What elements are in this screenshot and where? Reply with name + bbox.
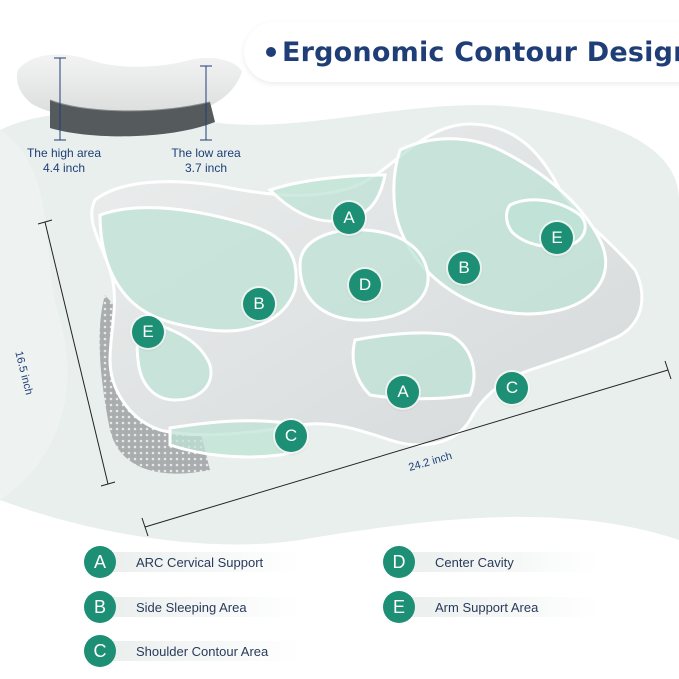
marker-a-bottom: A [387, 376, 419, 408]
bullet-dot [266, 47, 276, 57]
marker-c-right: C [496, 372, 528, 404]
legend-item-c: C Shoulder Contour Area [84, 634, 300, 668]
low-area-label: The low area 3.7 inch [156, 146, 256, 176]
legend-highlight [100, 597, 300, 617]
legend-highlight [100, 641, 300, 661]
legend-text-d: Center Cavity [435, 554, 514, 570]
legend-item-d: D Center Cavity [383, 545, 599, 579]
legend-badge-d: D [383, 546, 415, 578]
legend-highlight [100, 552, 300, 572]
marker-e-left: E [132, 316, 164, 348]
title-banner: Ergonomic Contour Design [244, 22, 679, 82]
marker-e-right: E [541, 222, 573, 254]
legend-badge-a: A [84, 546, 116, 578]
marker-b-left: B [243, 288, 275, 320]
legend-highlight [399, 597, 599, 617]
legend-badge-c: C [84, 635, 116, 667]
side-view-pillow-image [16, 54, 243, 141]
legend-text-a: ARC Cervical Support [136, 554, 264, 570]
high-area-value: 4.4 inch [42, 161, 86, 175]
high-area-label: The high area 4.4 inch [14, 146, 114, 176]
legend-badge-e: E [383, 591, 415, 623]
page-title: Ergonomic Contour Design [282, 36, 679, 68]
legend-badge-b: B [84, 591, 116, 623]
high-area-title: The high area [26, 146, 102, 160]
marker-a-top: A [333, 202, 365, 234]
legend-highlight [399, 552, 599, 572]
low-area-value: 3.7 inch [184, 161, 228, 175]
legend-item-e: E Arm Support Area [383, 590, 599, 624]
low-area-title: The low area [171, 146, 241, 160]
legend-text-e: Arm Support Area [435, 599, 539, 615]
marker-c-left: C [275, 420, 307, 452]
legend-item-a: A ARC Cervical Support [84, 545, 300, 579]
legend-item-b: B Side Sleeping Area [84, 590, 300, 624]
legend-text-c: Shoulder Contour Area [136, 643, 269, 659]
legend-text-b: Side Sleeping Area [136, 599, 247, 615]
marker-b-right: B [448, 252, 480, 284]
marker-d-center: D [349, 269, 381, 301]
